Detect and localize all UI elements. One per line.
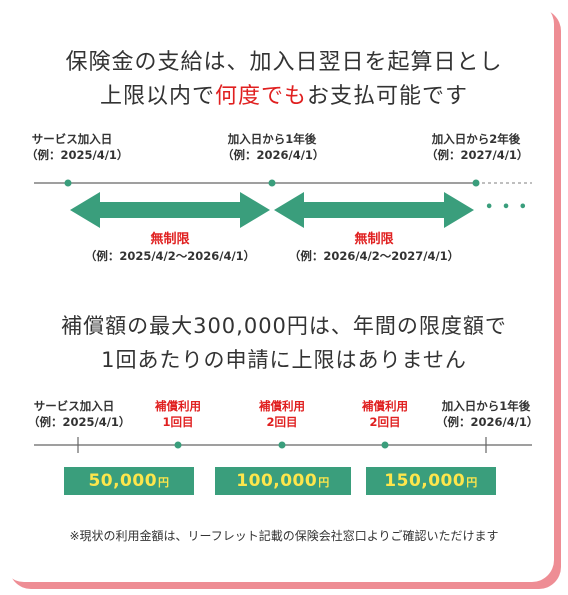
timeline-1-graphic	[34, 179, 532, 228]
timeline-2-use-1: 補償利用 1回目	[148, 398, 208, 430]
timeline-1-point-2year-example: （例：2027/4/1）	[426, 148, 529, 162]
timeline-2-use-1-label: 補償利用	[155, 399, 201, 413]
timeline-1-point-start-label: サービス加入日	[31, 132, 113, 146]
headline-1-line-1: 保険金の支給は、加入日翌日を起算日とし	[65, 50, 503, 75]
period-1-title: 無制限	[150, 232, 190, 247]
timeline-1-point-2year-label: 加入日から2年後	[431, 132, 521, 146]
timeline-2-marker-use-1	[174, 441, 182, 449]
timeline-2-use-2: 補償利用 2回目	[252, 398, 312, 430]
timeline-1-point-start-example: （例：2025/4/1）	[26, 148, 129, 162]
timeline-2-end: 加入日から1年後 （例：2026/4/1）	[436, 398, 539, 430]
period-1-double-arrow	[70, 192, 270, 228]
amount-2-unit: 円	[318, 476, 330, 489]
period-1-label: 無制限 （例：2025/4/2〜2026/4/1）	[80, 231, 260, 265]
amount-box-2: 100,000円	[215, 467, 351, 495]
timeline-2-end-example: （例：2026/4/1）	[436, 415, 539, 429]
timeline-2-marker-use-2	[278, 441, 286, 449]
period-2-title: 無制限	[354, 232, 394, 247]
timeline-2-use-1-count: 1回目	[162, 415, 194, 429]
timeline-2-start-label: サービス加入日	[33, 399, 115, 413]
timeline-1-marker-start	[64, 179, 72, 187]
period-2-double-arrow	[274, 192, 474, 228]
timeline-1-point-1year-label: 加入日から1年後	[227, 132, 317, 146]
amount-1-value: 50,000	[88, 471, 158, 491]
timeline-2-end-label: 加入日から1年後	[441, 399, 531, 413]
timeline-2-start-example: （例：2025/4/1）	[28, 415, 131, 429]
period-2-label: 無制限 （例：2026/4/2〜2027/4/1）	[284, 231, 464, 265]
timeline-1-point-1year-example: （例：2026/4/1）	[222, 148, 325, 162]
timeline-2-use-3-label: 補償利用	[362, 399, 408, 413]
headline-1-text-post: お支払可能です	[307, 84, 469, 109]
amount-box-1: 50,000円	[64, 467, 194, 495]
amount-3-unit: 円	[466, 476, 478, 489]
timeline-2-start: サービス加入日 （例：2025/4/1）	[28, 398, 131, 430]
timeline-2-use-2-label: 補償利用	[259, 399, 305, 413]
headline-1-accent: 何度でも	[214, 84, 307, 109]
timeline-1-marker-2year	[472, 179, 480, 187]
footnote: ※現状の利用金額は、リーフレット記載の保険会社窓口よりご確認いただけます	[69, 529, 499, 543]
headline-1-line-2: 上限以内で何度でもお支払可能です	[0, 78, 568, 110]
timeline-1-marker-1year	[268, 179, 276, 187]
period-1-range: （例：2025/4/2〜2026/4/1）	[84, 249, 256, 263]
timeline-2-use-3: 補償利用 2回目	[355, 398, 415, 430]
headline-1-text-pre: 上限以内で	[99, 84, 215, 109]
amount-1-unit: 円	[158, 476, 170, 489]
timeline-2-graphic	[34, 437, 532, 453]
timeline-2-marker-use-3	[381, 441, 389, 449]
timeline-2-use-3-count: 2回目	[369, 415, 401, 429]
timeline-1-point-start: サービス加入日 （例：2025/4/1）	[26, 131, 129, 163]
headline-2-line-1: 補償額の最大300,000円は、年間の限度額で	[61, 314, 507, 338]
period-2-range: （例：2026/4/2〜2027/4/1）	[288, 249, 460, 263]
continuation-dots: • • •	[485, 200, 529, 215]
headline-2-line-2: 1回あたりの申請に上限はありません	[101, 348, 467, 372]
amount-box-3: 150,000円	[366, 467, 496, 495]
amount-3-value: 150,000	[384, 471, 466, 491]
timeline-2-use-2-count: 2回目	[266, 415, 298, 429]
amount-2-value: 100,000	[236, 471, 318, 491]
timeline-1-point-2year: 加入日から2年後 （例：2027/4/1）	[426, 131, 529, 163]
timeline-1-point-1year: 加入日から1年後 （例：2026/4/1）	[222, 131, 325, 163]
